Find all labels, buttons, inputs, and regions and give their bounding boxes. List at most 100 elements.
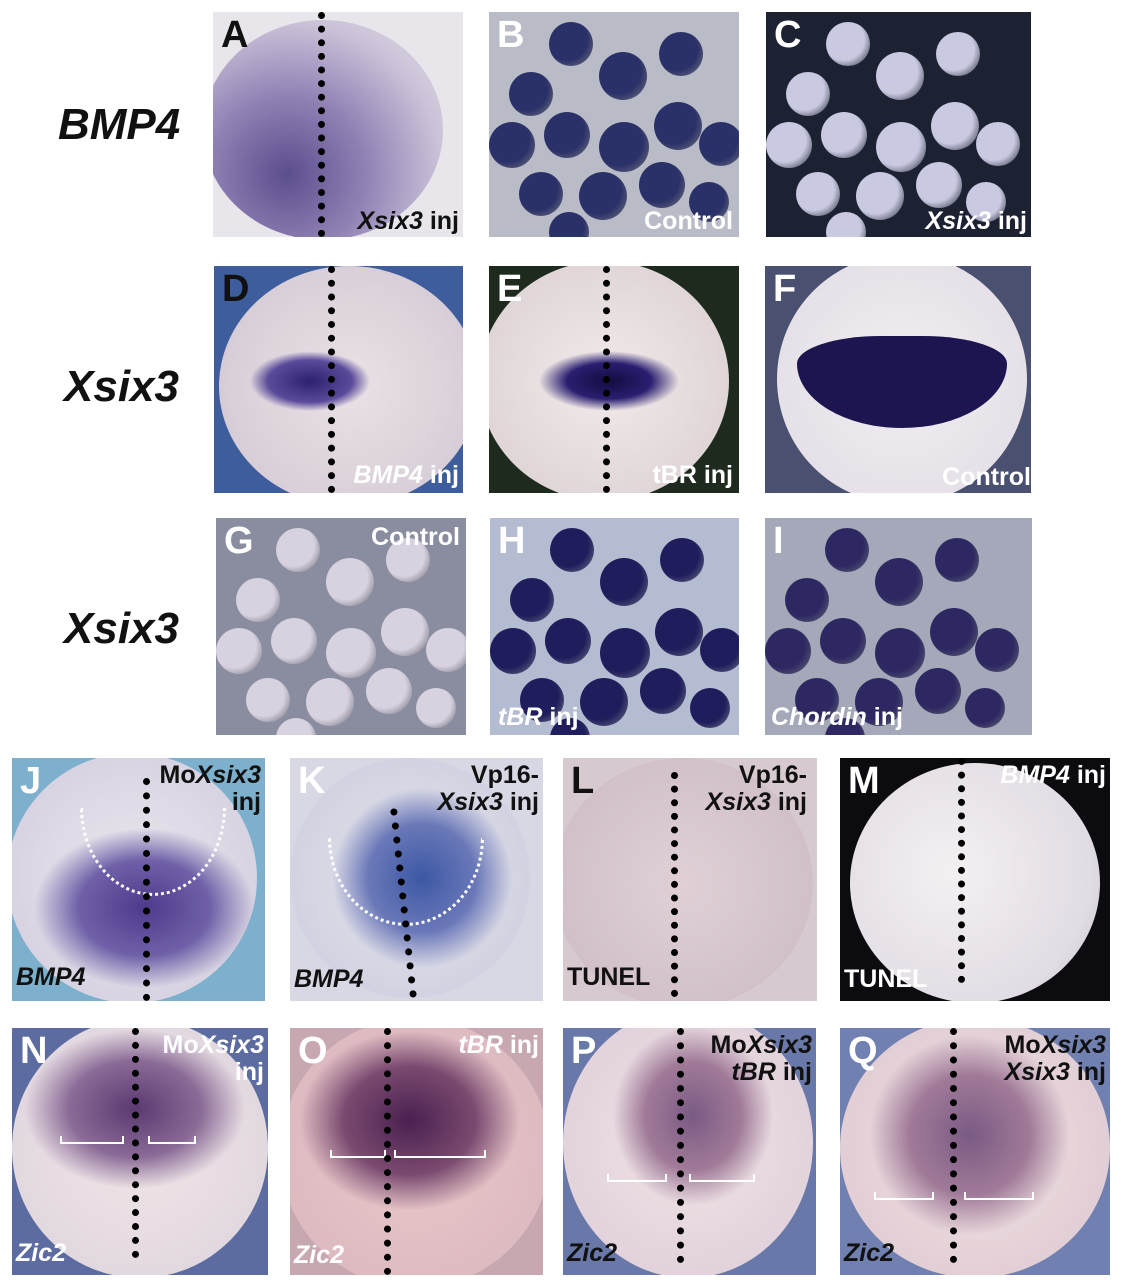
panel-letter: K [298,760,326,802]
embryo [599,52,647,100]
panel-letter: D [222,268,250,310]
embryo [306,678,354,726]
embryo [855,678,903,726]
embryo [290,1028,543,1275]
panel-caption: Control [942,463,1031,491]
panel-c: C Xsix3 inj [766,12,1031,237]
embryo [876,52,924,100]
width-bracket [874,1192,934,1200]
embryo [271,618,317,664]
panel-letter: E [497,268,523,310]
embryo [563,758,813,1001]
embryo [580,678,628,726]
embryo [840,1028,1110,1275]
panel-a: A Xsix3 inj [213,12,463,237]
midline-dots [143,778,150,1001]
embryo [975,628,1019,672]
panel-caption: tBR inj [652,461,733,489]
panel-g: G Control [216,518,466,735]
panel-letter: A [221,14,249,56]
panel-bottom-label: TUNEL [844,965,928,993]
embryo [509,72,553,116]
embryo [965,688,1005,728]
embryo [876,122,926,172]
embryo [820,618,866,664]
panel-caption: Vp16-Xsix3 inj [437,761,539,816]
embryo [700,628,739,672]
embryo [655,608,703,656]
midline-dots [677,1028,684,1263]
embryo [639,162,685,208]
embryo [659,32,703,76]
panel-caption: BMP4 inj [1000,761,1106,789]
embryo [426,628,466,672]
panel-b: B Control [489,12,739,237]
embryo [600,628,650,678]
panel-m: M BMP4 inj TUNEL [840,758,1110,1001]
embryo [600,558,648,606]
panel-caption: tBR inj [458,1031,539,1059]
embryo [699,122,739,166]
panel-letter: C [774,14,802,56]
embryo [366,668,412,714]
panel-letter: G [224,520,254,562]
panel-bottom-label: Zic2 [294,1241,345,1269]
embryo [544,112,590,158]
panel-letter: O [298,1030,328,1072]
embryo [690,688,730,728]
row-label-xsix3: Xsix3 [64,362,179,411]
midline-dots [328,266,335,493]
panel-i: I Chordin inj [765,518,1032,735]
embryo [826,22,870,66]
embryo [935,538,979,582]
embryo [850,763,1100,1001]
embryo [276,718,316,735]
panel-bottom-label: Zic2 [567,1239,618,1267]
embryo [416,688,456,728]
embryo [795,678,839,722]
embryo [785,578,829,622]
row-label-bmp4: BMP4 [58,100,181,149]
embryo [766,122,812,168]
embryo [654,102,702,150]
panel-d: D BMP4 inj [214,266,463,493]
embryo [931,102,979,150]
width-bracket [964,1192,1034,1200]
embryo [520,678,564,722]
embryo [510,578,554,622]
embryo [276,528,320,572]
embryo [246,678,290,722]
width-bracket [607,1174,667,1182]
embryo [689,182,729,222]
panel-bottom-label: BMP4 [16,963,86,991]
row-label-xsix3-2: Xsix3 [64,604,179,653]
embryo [219,266,463,493]
panel-letter: H [498,520,526,562]
embryo [825,528,869,572]
embryo [326,558,374,606]
width-bracket [330,1150,386,1158]
embryo [786,72,830,116]
embryo [326,628,376,678]
panel-letter: B [497,14,525,56]
panel-caption: tBR inj [498,703,579,731]
embryo [489,122,535,168]
embryo [915,668,961,714]
panel-h: H tBR inj [490,518,739,735]
panel-caption: Control [371,523,460,551]
embryo [381,608,429,656]
panel-caption: Chordin inj [771,703,903,731]
panel-bottom-label: Zic2 [844,1239,895,1267]
panel-letter: L [571,760,595,802]
embryo [599,122,649,172]
embryo [563,1028,813,1275]
embryo [976,122,1020,166]
panel-letter: P [571,1030,597,1072]
panel-bottom-label: Zic2 [16,1239,67,1267]
embryo [216,628,262,674]
